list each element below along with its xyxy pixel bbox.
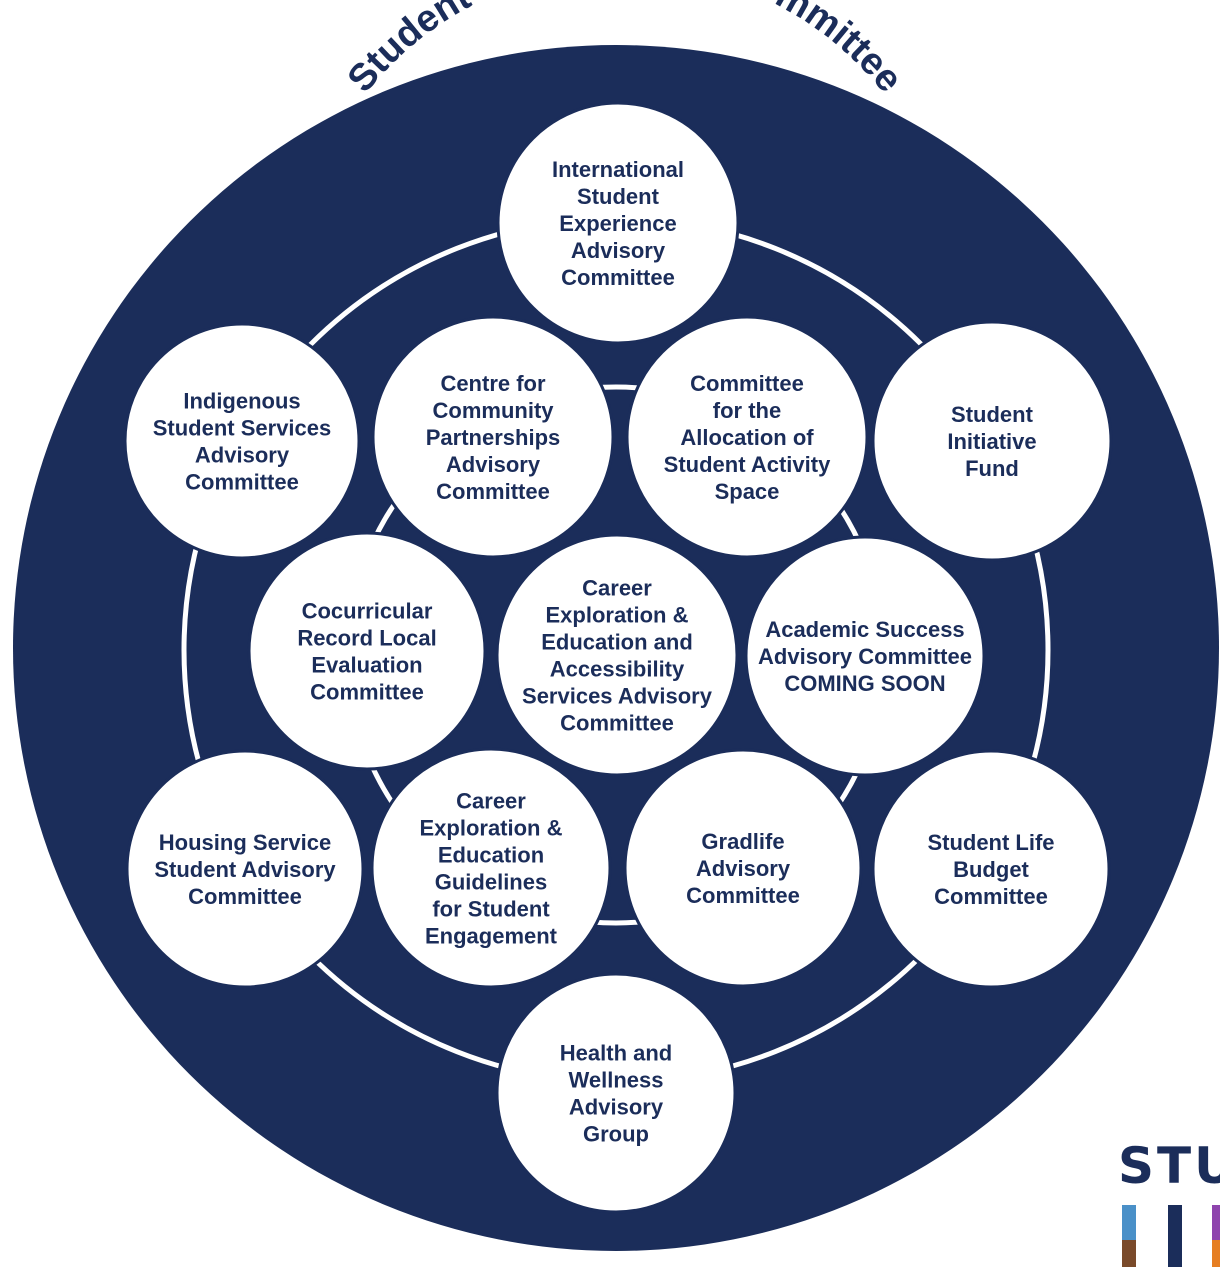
logo-bar-3 [1212, 1205, 1220, 1267]
node-disc[interactable] [495, 533, 739, 777]
node-label-line: Indigenous [183, 389, 300, 414]
node-disc[interactable] [371, 315, 615, 559]
node-disc[interactable] [871, 320, 1113, 562]
student-life-logo: STUD [1118, 1137, 1220, 1267]
node-label-line: Committee [436, 479, 550, 504]
node-label-line: Fund [965, 456, 1019, 481]
node-label-line: Space [715, 479, 780, 504]
node-label-line: Education [438, 843, 544, 868]
node-label-line: Record Local [297, 626, 436, 651]
node-label-line: Allocation of [680, 425, 814, 450]
node-label-line: Cocurricular [302, 599, 433, 624]
node-label-line: Experience [559, 211, 676, 236]
node-label-line: Committee [690, 371, 804, 396]
node-label-line: Partnerships [426, 425, 561, 450]
node-label-line: Centre for [440, 371, 546, 396]
node-label-line: Student [951, 402, 1034, 427]
node-label-line: Advisory [569, 1095, 664, 1120]
node-label-line: International [552, 157, 684, 182]
node-label-line: Community [433, 398, 555, 423]
node-label-line: Committee [560, 711, 674, 736]
node-label-line: Advisory [195, 443, 290, 468]
node-label-line: Committee [561, 265, 675, 290]
node-disc[interactable] [123, 322, 361, 560]
node-label-line: Advisory [446, 452, 541, 477]
node-label-line: COMING SOON [784, 671, 945, 696]
node-label-line: Health and [560, 1041, 672, 1066]
node-label-line: Housing Service [159, 830, 331, 855]
node-label-line: Accessibility [550, 657, 685, 682]
node-label-line: Student [577, 184, 660, 209]
node-label-line: Advisory [696, 856, 791, 881]
node-disc[interactable] [625, 315, 869, 559]
node-disc[interactable] [744, 535, 986, 777]
node-international[interactable]: InternationalStudentExperienceAdvisoryCo… [496, 101, 740, 345]
node-label-line: Services Advisory [522, 684, 713, 709]
node-label-line: Advisory [571, 238, 666, 263]
node-disc[interactable] [871, 749, 1111, 989]
node-disc[interactable] [247, 531, 487, 771]
node-label-line: Committee [934, 884, 1048, 909]
node-label-line: Student Services [153, 416, 332, 441]
node-label-line: for the [713, 398, 781, 423]
node-label-line: Engagement [425, 924, 558, 949]
node-disc[interactable] [125, 749, 365, 989]
node-label-line: Exploration & [545, 603, 688, 628]
node-label-line: Guidelines [435, 870, 547, 895]
node-label-line: Career [582, 576, 652, 601]
node-label-line: Student Life [927, 830, 1054, 855]
node-label-line: Committee [185, 470, 299, 495]
node-community[interactable]: Centre forCommunityPartnershipsAdvisoryC… [371, 315, 615, 559]
logo-bar-2 [1168, 1205, 1182, 1267]
node-label-line: Career [456, 789, 526, 814]
node-disc[interactable] [370, 747, 612, 989]
node-label-line: for Student [432, 897, 550, 922]
node-disc[interactable] [623, 748, 863, 988]
node-label-line: Gradlife [701, 829, 784, 854]
node-label-line: Committee [310, 680, 424, 705]
node-label-line: Evaluation [311, 653, 422, 678]
node-label-line: Wellness [569, 1068, 664, 1093]
logo-wordmark: STUD [1118, 1137, 1220, 1195]
node-label-line: Committee [686, 883, 800, 908]
node-disc[interactable] [495, 972, 737, 1214]
logo-bar-1b [1122, 1240, 1136, 1267]
logo-bar-3b [1212, 1240, 1220, 1267]
node-label-line: Academic Success [765, 617, 964, 642]
node-disc[interactable] [496, 101, 740, 345]
node-label-line: Group [583, 1122, 649, 1147]
node-label-line: Education and [541, 630, 693, 655]
node-label-line: Budget [953, 857, 1029, 882]
node-label-line: Exploration & [419, 816, 562, 841]
node-label-line: Initiative [947, 429, 1036, 454]
node-label-line: Student Advisory [154, 857, 336, 882]
node-label-line: Student Activity [664, 452, 831, 477]
node-label-line: Committee [188, 884, 302, 909]
node-label-line: Advisory Committee [758, 644, 972, 669]
